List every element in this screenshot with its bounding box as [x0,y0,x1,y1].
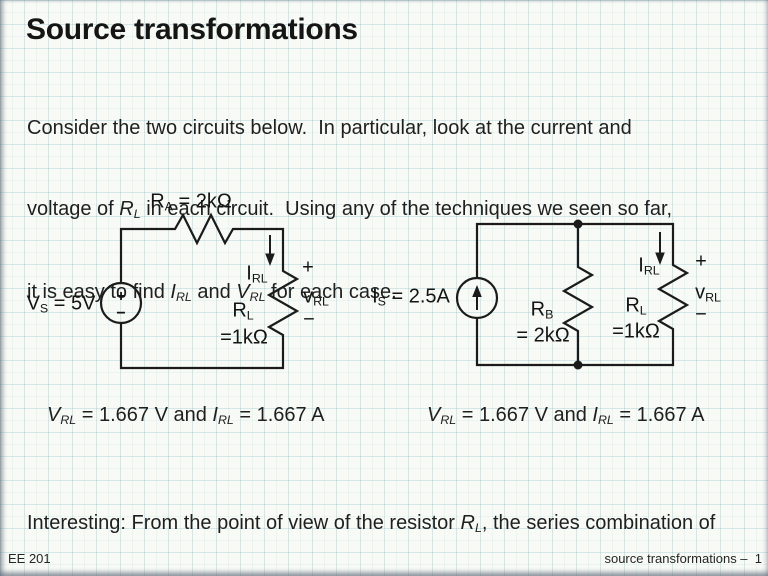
conclusion-line-1: Interesting: From the point of view of t… [27,512,716,535]
footer-page-label: source transformations – 1 [604,551,762,566]
source-plus-sign: + [116,288,126,305]
right-irl-label: IRL [638,254,660,278]
resistor-ra-label: RA = 2kΩ [150,190,232,214]
current-source-label: IS = 2.5A [372,285,450,309]
left-circuit-result: VRL = 1.667 V and IRL = 1.667 A [47,404,325,427]
left-vrl-plus-sign: + [302,256,314,279]
left-rl-label: RL [232,299,254,323]
right-rb-value: = 2kΩ [516,324,570,347]
right-circuit-result: VRL = 1.667 V and IRL = 1.667 A [427,404,705,427]
voltage-source-label: VS = 5V [26,292,96,316]
left-rl-value: =1kΩ [220,326,268,349]
left-irl-label: IRL [246,262,268,286]
right-vrl-minus-sign: − [695,303,707,326]
source-minus-sign: − [116,305,126,322]
right-rl-value: =1kΩ [612,320,660,343]
right-vrl-label: vRL [695,281,721,305]
intro-line-2: voltage of RL in each circuit. Using any… [27,198,673,221]
conclusion-paragraph: Interesting: From the point of view of t… [27,457,715,576]
footer-course-label: EE 201 [8,551,51,566]
page-title: Source transformations [26,13,358,46]
left-vrl-label: vRL [303,285,329,309]
right-vrl-plus-sign: + [695,250,707,273]
right-rb-label: RB [530,298,554,322]
right-rl-label: RL [625,294,647,318]
left-vrl-minus-sign: − [303,308,315,331]
intro-line-1: Consider the two circuits below. In part… [27,117,632,139]
